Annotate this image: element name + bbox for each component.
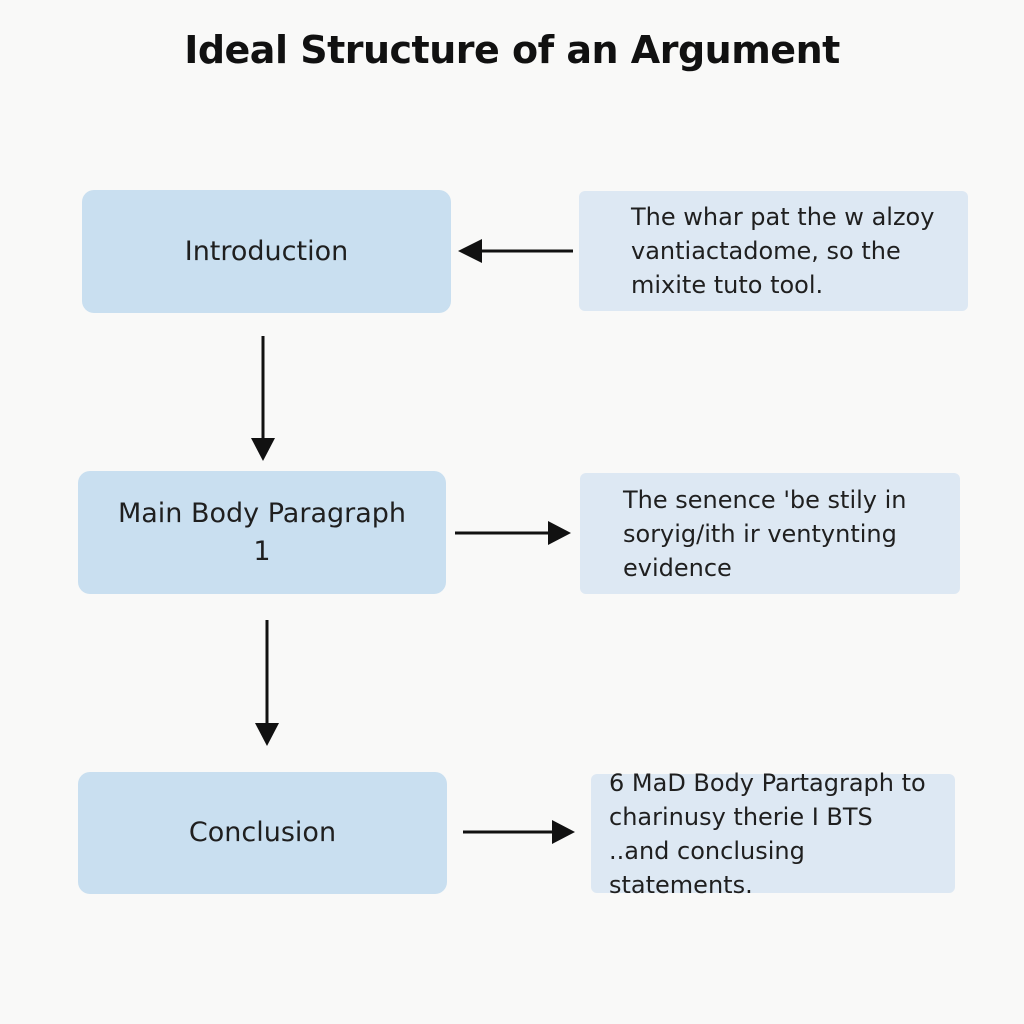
stage-box-introduction: Introduction [82,190,451,313]
arrowhead-right-icon [552,820,575,844]
note-box-conclusion: 6 MaD Body Partagraph to charinusy theri… [591,769,955,899]
stage-box-conclusion: Conclusion [78,772,447,894]
arrowhead-left-icon [458,239,482,263]
note-text: The whar pat the w alzoy vantiactadome, … [631,203,935,299]
stage-label: Conclusion [188,817,337,848]
stage-box-main-body: Main Body Paragraph 1 [78,471,446,594]
arrowhead-right-icon [548,521,571,545]
note-box-main-body: The senence 'be stily in soryig/ith ir v… [580,473,960,594]
note-text: 6 MaD Body Partagraph to charinusy theri… [609,768,926,899]
stage-label: Main Body Paragraph 1 [117,497,407,567]
stage-label: Introduction [184,235,349,267]
arrowhead-down-icon [251,438,275,461]
note-text: The senence 'be stily in soryig/ith ir v… [623,485,907,582]
arrowhead-down-icon [255,723,279,746]
diagram-title: Ideal Structure of an Argument [184,28,840,72]
note-box-introduction: The whar pat the w alzoy vantiactadome, … [579,191,968,311]
